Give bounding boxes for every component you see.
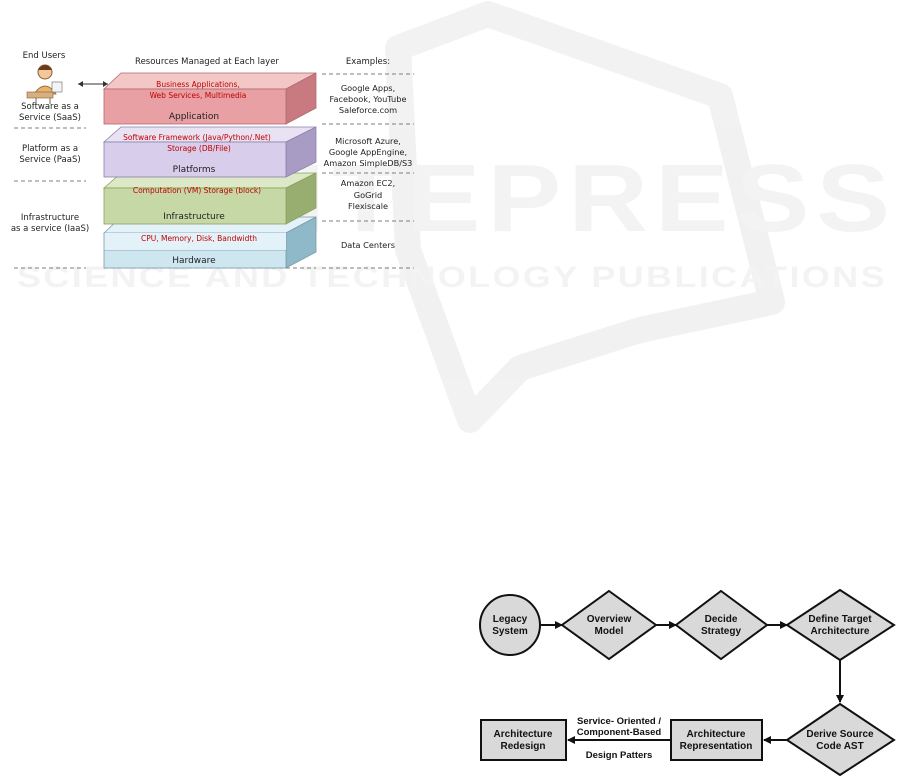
node-overview-model: Overview Model — [560, 589, 658, 661]
edge-label-line2: Component-Based — [577, 727, 662, 738]
platforms-resources-line2: Storage (DB/File) — [167, 144, 231, 153]
infrastructure-example-3: Flexiscale — [348, 201, 388, 211]
node-legacy-system: Legacy System — [479, 594, 541, 656]
arch-redesign-label-line1: Architecture — [494, 729, 553, 740]
node-decide-strategy: Decide Strategy — [674, 589, 769, 661]
application-name: Application — [169, 112, 219, 122]
node-architecture-redesign: Architecture Redesign — [480, 719, 567, 761]
cloud-layers-diagram: End Users Resources Managed at Each laye… — [11, 51, 414, 269]
watermark-logo-shape — [385, 1, 785, 433]
examples-header: Examples: — [346, 57, 390, 67]
resources-header: Resources Managed at Each layer — [135, 57, 279, 67]
node-define-target-architecture: Define Target Architecture — [785, 588, 896, 662]
derive-label-line2: Code AST — [816, 741, 863, 752]
end-users-label: End Users — [23, 51, 66, 61]
arch-rep-label-line1: Architecture — [687, 729, 746, 740]
application-resources-line2: Web Services, Multimedia — [150, 91, 247, 100]
hardware-name: Hardware — [172, 256, 216, 266]
platforms-resources-line1: Software Framework (Java/Python/.Net) — [123, 133, 271, 142]
infrastructure-layer: Computation (VM) Storage (block) Infrast… — [102, 172, 317, 225]
infrastructure-name: Infrastructure — [163, 212, 225, 222]
application-resources-line1: Business Applications, — [156, 80, 240, 89]
migration-flow-diagram: Legacy System Overview Model Decide Stra… — [479, 588, 896, 776]
flow-edges — [541, 621, 844, 744]
define-label-line2: Architecture — [811, 626, 870, 637]
platforms-name: Platforms — [173, 165, 216, 175]
application-example-2: Facebook, YouTube — [330, 94, 407, 104]
platforms-example-1: Microsoft Azure, — [335, 136, 401, 146]
application-layer: Business Applications, Web Services, Mul… — [102, 72, 317, 125]
application-example-3: Saleforce.com — [339, 105, 397, 115]
infrastructure-example-1: Amazon EC2, — [341, 178, 395, 188]
platforms-example-3: Amazon SimpleDB/S3 — [324, 158, 413, 168]
infrastructure-front — [103, 187, 287, 225]
iaas-label-line1: Infrastructure — [21, 213, 79, 223]
user-to-application-arrow — [78, 81, 108, 87]
paas-label-line2: Service (PaaS) — [19, 155, 80, 165]
legacy-label-line2: System — [492, 626, 528, 637]
platforms-layer: Software Framework (Java/Python/.Net) St… — [102, 126, 317, 178]
infrastructure-resources: Computation (VM) Storage (block) — [133, 186, 261, 195]
hardware-resources: CPU, Memory, Disk, Bandwidth — [141, 234, 257, 243]
overview-label-line1: Overview — [587, 614, 632, 625]
node-architecture-representation: Architecture Representation — [670, 719, 763, 761]
application-example-1: Google Apps, — [341, 83, 395, 93]
paas-label-line1: Platform as a — [22, 144, 78, 154]
derive-label-line1: Derive Source — [806, 729, 874, 740]
decide-label-line1: Decide — [705, 614, 738, 625]
node-derive-source-code-ast: Derive Source Code AST — [785, 702, 896, 776]
define-label-line1: Define Target — [808, 614, 872, 625]
edge-label-line1: Service- Oriented / — [577, 716, 661, 727]
platforms-front — [103, 141, 287, 178]
examples-column: Google Apps, Facebook, YouTube Saleforce… — [324, 83, 413, 250]
hardware-layer: CPU, Memory, Disk, Bandwidth Hardware — [102, 216, 317, 269]
decide-label-line2: Strategy — [701, 626, 741, 637]
legacy-label-line1: Legacy — [493, 614, 528, 625]
overview-label-line2: Model — [595, 626, 624, 637]
saas-label-line1: Software as a — [21, 102, 79, 112]
hardware-example-1: Data Centers — [341, 240, 395, 250]
platforms-example-2: Google AppEngine, — [329, 147, 407, 157]
infrastructure-example-2: GoGrid — [354, 190, 383, 200]
arch-rep-label-line2: Representation — [680, 741, 753, 752]
end-user-icon — [26, 64, 63, 104]
saas-label-line2: Service (SaaS) — [19, 113, 81, 123]
iaas-label-line2: as a service (IaaS) — [11, 224, 89, 234]
edge-label-line3: Design Patters — [586, 750, 653, 761]
arch-redesign-label-line2: Redesign — [500, 741, 545, 752]
application-front — [103, 88, 287, 125]
